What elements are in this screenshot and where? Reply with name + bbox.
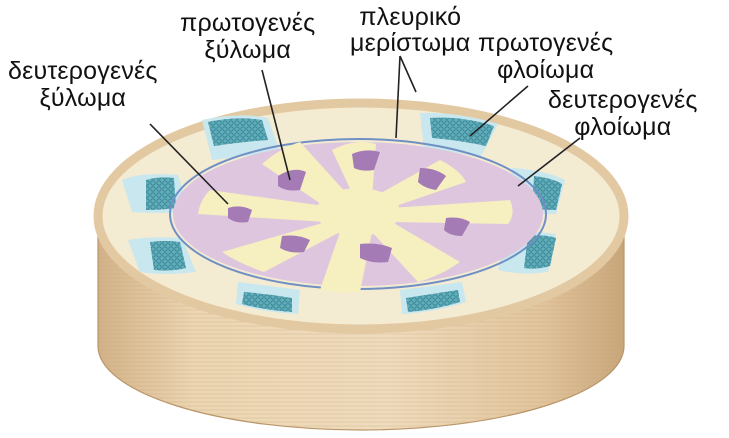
label-secondary-xylem-line1: δευτερογενές [8, 58, 158, 85]
label-secondary-xylem-line2: ξύλωμα [8, 85, 158, 112]
label-secondary-phloem-line2: φλοίωμα [548, 114, 698, 141]
label-primary-xylem-line1: πρωτογενές [180, 10, 315, 37]
label-lateral-meristem-line2: μερίστωμα [350, 30, 470, 56]
label-secondary-phloem-line1: δευτερογενές [548, 87, 698, 114]
label-secondary-xylem: δευτερογενές ξύλωμα [8, 58, 158, 112]
pith-center [316, 188, 400, 236]
label-secondary-phloem: δευτερογενές φλοίωμα [548, 87, 698, 141]
label-primary-phloem: πρωτογενές φλοίωμα [478, 30, 613, 84]
leader-meristem-b [400, 56, 416, 92]
label-primary-phloem-line1: πρωτογενές [478, 30, 613, 57]
label-primary-phloem-line2: φλοίωμα [478, 57, 613, 84]
label-primary-xylem: πρωτογενές ξύλωμα [180, 10, 315, 64]
label-lateral-meristem: πλευρικό μερίστωμα [350, 4, 470, 56]
label-lateral-meristem-line1: πλευρικό [350, 4, 470, 30]
label-primary-xylem-line2: ξύλωμα [180, 37, 315, 64]
